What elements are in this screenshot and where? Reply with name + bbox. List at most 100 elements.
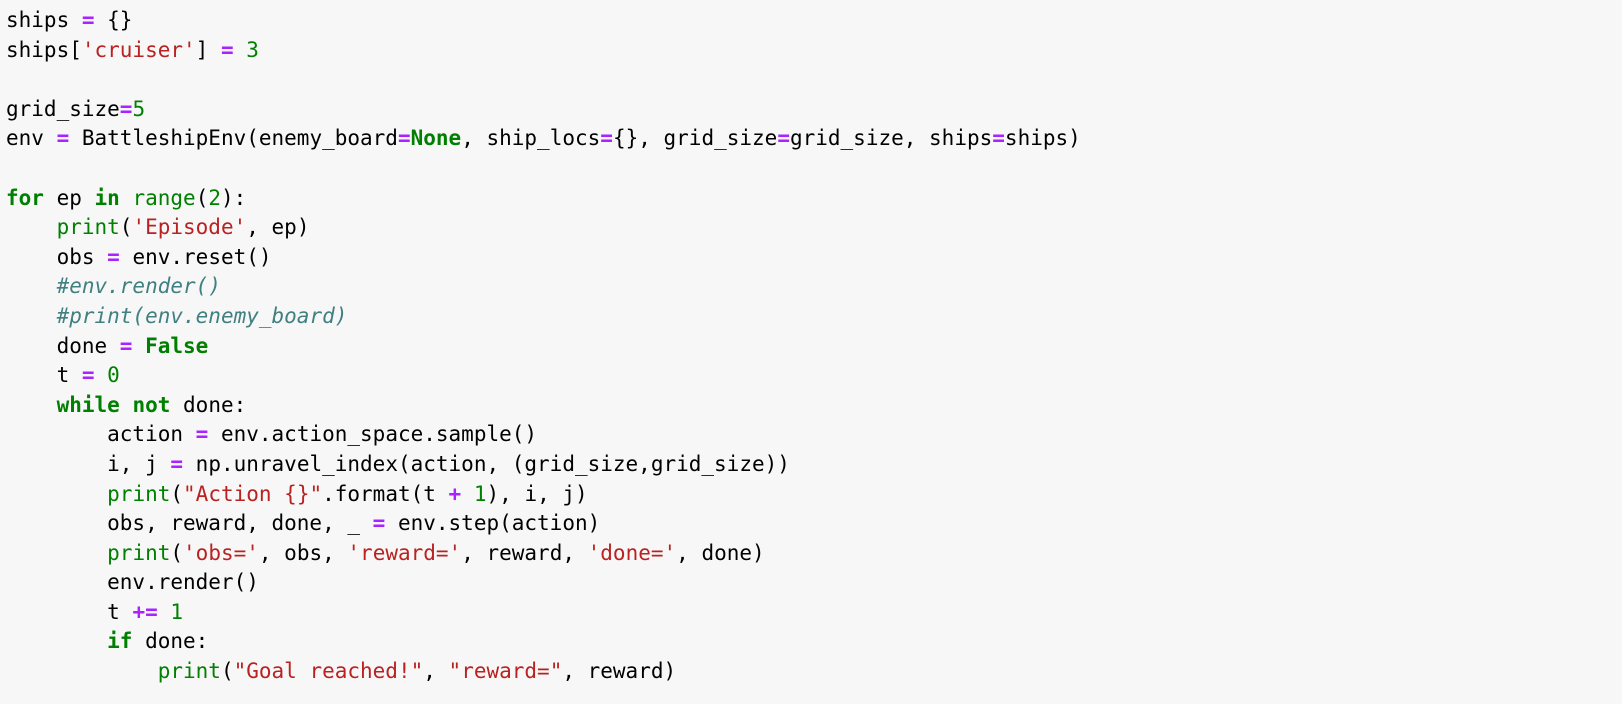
code-token-plain: {}, grid_size: [612, 126, 778, 151]
code-line[interactable]: obs, reward, done, _ = env.step(action): [6, 509, 1622, 539]
code-line[interactable]: #env.render(): [6, 272, 1622, 302]
code-token-kw: None: [410, 126, 462, 151]
code-token-op: =: [81, 363, 95, 388]
code-token-plain: [461, 482, 474, 506]
code-token-bi: range: [132, 185, 196, 210]
code-token-plain: i, j: [6, 451, 171, 476]
code-line[interactable]: grid_size=5: [6, 95, 1622, 125]
code-token-plain: {}: [94, 8, 133, 32]
code-line[interactable]: print("Action {}".format(t + 1), i, j): [6, 480, 1622, 510]
code-token-num: 1: [473, 481, 487, 506]
code-token-plain: (: [170, 540, 184, 565]
code-token-op: =: [372, 511, 386, 536]
code-token-plain: ep: [43, 185, 95, 210]
code-line[interactable]: t = 0: [6, 361, 1622, 391]
code-token-plain: ):: [221, 185, 247, 210]
code-line[interactable]: print('obs=', obs, 'reward=', reward, 'd…: [6, 539, 1622, 569]
code-token-op: =: [195, 422, 209, 447]
code-token-plain: done: [6, 333, 120, 358]
code-line[interactable]: while not done:: [6, 391, 1622, 421]
code-line[interactable]: for ep in range(2):: [6, 184, 1622, 214]
code-line[interactable]: t += 1: [6, 598, 1622, 628]
code-token-plain: [6, 393, 57, 417]
code-token-plain: [95, 363, 108, 387]
code-token-plain: , ship_locs: [461, 126, 601, 151]
code-line[interactable]: action = env.action_space.sample(): [6, 420, 1622, 450]
code-token-num: 1: [170, 599, 184, 624]
code-token-bi: print: [107, 540, 171, 565]
code-token-str: 'reward=': [347, 540, 462, 565]
code-token-plain: , reward,: [461, 540, 588, 565]
code-token-op: =: [119, 333, 133, 358]
code-token-plain: [120, 186, 133, 210]
code-token-str: 'cruiser': [81, 37, 196, 62]
code-token-bi: print: [157, 659, 221, 684]
code-token-str: "Goal reached!": [233, 659, 424, 684]
code-token-op: =: [170, 451, 184, 476]
code-token-plain: [6, 274, 57, 298]
code-line[interactable]: env = BattleshipEnv(enemy_board=None, sh…: [6, 124, 1622, 154]
code-token-com: #print(env.enemy_board): [56, 303, 348, 328]
code-token-plain: action: [6, 422, 196, 447]
code-token-num: 2: [208, 185, 221, 210]
code-token-op: =: [777, 126, 790, 151]
code-token-plain: env.reset(): [119, 244, 272, 269]
code-token-plain: , obs,: [258, 540, 348, 565]
code-line[interactable]: ships['cruiser'] = 3: [6, 36, 1622, 66]
code-token-plain: obs: [6, 244, 108, 269]
code-token-plain: .format(t: [322, 481, 449, 506]
code-token-plain: done:: [132, 629, 209, 654]
code-token-bi: print: [107, 481, 171, 506]
code-line[interactable]: print('Episode', ep): [6, 213, 1622, 243]
code-token-plain: grid_size: [6, 96, 120, 121]
code-line[interactable]: done = False: [6, 332, 1622, 362]
code-token-plain: (: [119, 215, 133, 240]
code-token-plain: t: [6, 599, 133, 624]
code-token-op: =: [220, 37, 234, 62]
code-token-plain: np.unravel_index(action, (grid_size,grid…: [183, 451, 790, 476]
code-token-num: 5: [132, 96, 146, 121]
code-token-plain: [6, 304, 57, 328]
code-token-plain: ]: [195, 37, 221, 62]
code-token-plain: ships[: [6, 37, 82, 62]
code-line[interactable]: #print(env.enemy_board): [6, 302, 1622, 332]
code-token-str: "Action {}": [183, 481, 323, 506]
code-token-plain: obs, reward, done, _: [6, 511, 373, 536]
code-line[interactable]: i, j = np.unravel_index(action, (grid_si…: [6, 450, 1622, 480]
code-token-op: +: [448, 481, 462, 506]
code-token-kw: if: [107, 629, 133, 654]
code-token-plain: (: [220, 659, 234, 684]
code-token-str: "reward=": [448, 659, 563, 684]
code-line[interactable]: [6, 65, 1622, 95]
code-line[interactable]: env.render(): [6, 568, 1622, 598]
code-token-op: =: [397, 126, 411, 151]
code-token-op: =: [107, 244, 120, 269]
code-token-plain: ships: [6, 8, 82, 32]
code-token-op: =: [992, 126, 1005, 151]
code-token-plain: grid_size, ships: [789, 126, 993, 151]
code-line[interactable]: print("Goal reached!", "reward=", reward…: [6, 657, 1622, 687]
code-token-kw: not: [132, 392, 171, 417]
code-token-plain: , done): [676, 540, 765, 565]
code-token-kw: False: [145, 333, 209, 358]
code-token-plain: env: [6, 126, 57, 151]
code-token-str: 'Episode': [132, 215, 247, 240]
code-line[interactable]: obs = env.reset(): [6, 243, 1622, 273]
code-token-plain: [234, 38, 247, 62]
code-token-plain: env.render(): [6, 570, 259, 595]
code-token-plain: [6, 659, 158, 683]
code-token-str: 'obs=': [183, 540, 259, 565]
code-token-kw: in: [94, 185, 120, 210]
code-token-plain: ships): [1004, 126, 1081, 151]
code-token-plain: , ep): [246, 215, 310, 240]
code-line[interactable]: ships = {}: [6, 6, 1622, 36]
code-token-op: =: [56, 126, 70, 151]
code-line[interactable]: if done:: [6, 627, 1622, 657]
code-token-plain: env.action_space.sample(): [208, 422, 538, 447]
code-line[interactable]: [6, 154, 1622, 184]
code-token-plain: (: [195, 185, 209, 210]
code-token-plain: env.step(action): [385, 511, 601, 536]
code-token-bi: print: [56, 215, 120, 240]
